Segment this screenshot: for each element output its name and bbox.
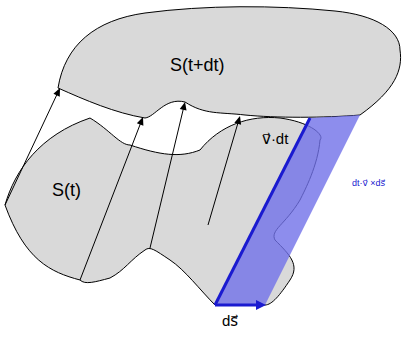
flux-label: dt·v⃗ ×ds⃗ bbox=[352, 178, 385, 188]
ds-label: ds⃗ bbox=[222, 312, 238, 330]
motion-arrow bbox=[150, 102, 187, 248]
surface-label: S(t+dt) bbox=[170, 55, 225, 76]
ds-vector bbox=[215, 304, 258, 307]
ds-arrowhead bbox=[256, 300, 266, 310]
motion-arrow bbox=[5, 88, 60, 205]
velocity-label: v⃗·dt bbox=[262, 130, 288, 148]
surface-label: S(t) bbox=[52, 180, 81, 201]
swept-strip bbox=[215, 115, 360, 305]
velocity-edge bbox=[215, 118, 310, 305]
motion-arrow bbox=[80, 117, 143, 280]
motion-arrow bbox=[208, 116, 241, 225]
